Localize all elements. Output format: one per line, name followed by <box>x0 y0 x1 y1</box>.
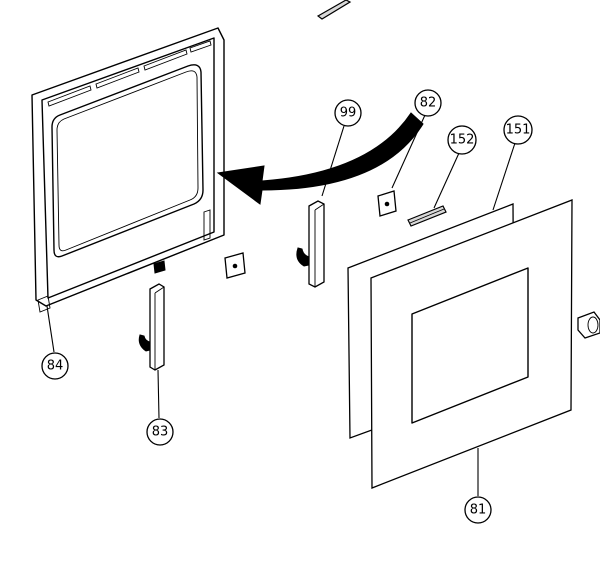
callout-84: 84 <box>41 352 69 380</box>
knob-part <box>577 311 600 339</box>
callout-152: 152 <box>447 125 477 155</box>
leader-lines <box>46 114 516 496</box>
callout-84-label: 84 <box>47 359 64 374</box>
clip-part-82 <box>377 190 397 217</box>
rod-part-top <box>316 0 352 20</box>
callout-82-label: 82 <box>420 96 437 111</box>
small-clip-part <box>153 260 166 274</box>
callout-151: 151 <box>503 115 533 145</box>
hinge-part-99 <box>296 200 325 288</box>
square-clip-part <box>224 252 246 279</box>
door-frame-part <box>31 27 225 313</box>
callout-81-label: 81 <box>470 503 487 518</box>
callout-83-label: 83 <box>152 425 169 440</box>
glass-pane-part-81 <box>370 199 573 489</box>
callout-151-label: 151 <box>506 123 531 138</box>
callout-83: 83 <box>146 418 174 446</box>
callout-99: 99 <box>334 99 362 127</box>
callout-81: 81 <box>464 496 492 524</box>
hinge-part-83 <box>138 283 165 371</box>
strip-part-152 <box>407 205 447 227</box>
callout-99-label: 99 <box>340 106 357 121</box>
callout-82: 82 <box>414 89 442 117</box>
callout-152-label: 152 <box>450 133 475 148</box>
curved-arrow <box>216 112 424 205</box>
